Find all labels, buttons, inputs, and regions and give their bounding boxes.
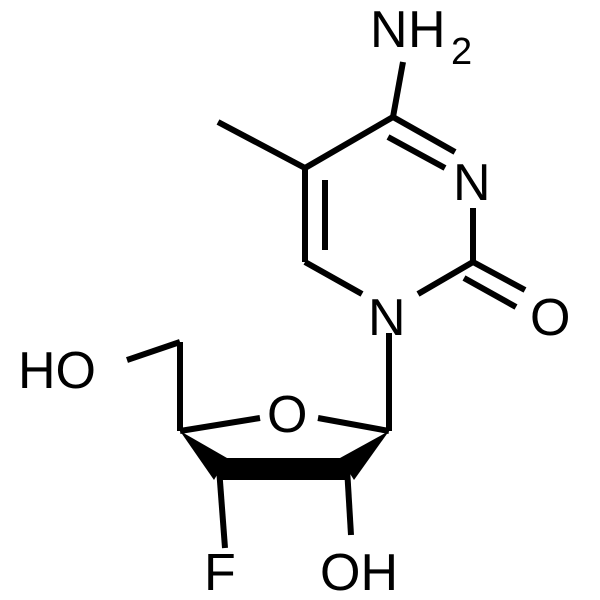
- amine-n-label: N: [370, 1, 408, 59]
- bond-c4-n3-inner: [386, 134, 447, 171]
- bond-o4prime-c4prime: [179, 415, 261, 434]
- wedge-c3prime-c2prime: [219, 458, 347, 480]
- fluorine-label: F: [204, 544, 236, 600]
- wedge-c4prime-c3prime: [180, 431, 227, 480]
- bond-c2prime-oh: [344, 467, 354, 536]
- bond-c5prime-oh: [126, 339, 181, 363]
- bond-c4-nh2: [390, 61, 406, 118]
- bond-c3prime-f: [216, 467, 228, 549]
- amine-subscript: 2: [451, 31, 472, 73]
- bond-n1-c6: [303, 259, 364, 297]
- bond-c5-methyl: [216, 119, 307, 171]
- bond-c1prime-o4prime: [317, 415, 390, 434]
- hydroxyl-label: OH: [320, 544, 398, 600]
- carbonyl-o-label: O: [530, 289, 570, 347]
- ring-n3-label: N: [453, 154, 491, 212]
- amine-h-label: H: [408, 1, 446, 59]
- bond-c4-n3: [391, 114, 457, 155]
- hydroxymethyl-label: HO: [18, 342, 96, 400]
- ring-o-label: O: [267, 386, 307, 444]
- bond-c5-c4: [303, 114, 395, 171]
- wedge-c2prime-c1prime: [340, 431, 389, 480]
- bond-c2-o-double: [462, 275, 518, 310]
- bond-c2-o: [471, 259, 527, 293]
- bond-c2-n1: [416, 259, 475, 297]
- ring-n1-label: N: [368, 289, 406, 347]
